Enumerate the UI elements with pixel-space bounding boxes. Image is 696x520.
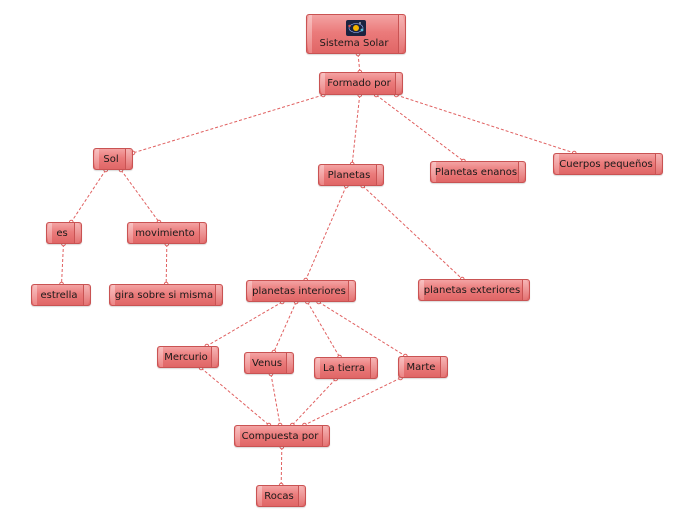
solar-system-icon — [346, 19, 366, 36]
node-interiores[interactable]: planetas interiores — [246, 280, 356, 302]
node-root[interactable]: Sistema Solar — [306, 14, 406, 54]
node-mercurio[interactable]: Mercurio — [157, 346, 219, 368]
edge-mercurio-compuesta — [200, 367, 270, 426]
node-label: Venus — [251, 357, 283, 369]
edge-planetas-interiores — [305, 185, 347, 281]
edge-sol-movimiento — [120, 169, 160, 223]
node-compuesta[interactable]: Compuesta por — [234, 425, 330, 447]
edge-interiores-marte — [318, 301, 406, 357]
node-movimiento[interactable]: movimiento — [127, 222, 207, 244]
node-label: Mercurio — [164, 351, 208, 363]
node-label: es — [56, 227, 68, 239]
node-label: Cuerpos pequeños — [559, 158, 653, 170]
edge-compuesta-rocas — [280, 446, 283, 486]
edge-formado-enanos — [375, 94, 464, 162]
node-estrella[interactable]: estrella — [31, 284, 91, 306]
node-label: Marte — [406, 361, 436, 373]
edge-tierra-compuesta — [291, 378, 337, 426]
node-label: Rocas — [264, 490, 294, 502]
edge-es-estrella — [61, 243, 64, 285]
node-gira[interactable]: gira sobre si misma — [109, 284, 223, 306]
node-label: Compuesta por — [241, 430, 319, 442]
node-label: La tierra — [323, 362, 365, 374]
node-planetas[interactable]: Planetas — [318, 164, 384, 186]
node-label: Planetas enanos — [434, 166, 518, 178]
node-enanos[interactable]: Planetas enanos — [430, 161, 526, 183]
node-rocas[interactable]: Rocas — [256, 485, 306, 507]
node-cuerpos[interactable]: Cuerpos pequeños — [553, 153, 663, 175]
node-tierra[interactable]: La tierra — [314, 357, 378, 379]
edge-planetas-exteriores — [362, 185, 463, 280]
node-label: planetas exteriores — [423, 284, 521, 296]
edge-root-formado — [357, 53, 361, 73]
node-label: Planetas — [327, 169, 371, 181]
node-label: planetas interiores — [252, 285, 346, 297]
node-label: gira sobre si misma — [114, 289, 214, 301]
edge-sol-es — [70, 169, 107, 223]
edge-interiores-tierra — [306, 301, 341, 358]
node-label: Sistema Solar — [319, 37, 389, 49]
edge-formado-planetas — [351, 94, 361, 165]
edge-formado-cuerpos — [396, 94, 575, 154]
node-label: movimiento — [135, 227, 195, 239]
edge-venus-compuesta — [270, 373, 281, 426]
edge-interiores-mercurio — [206, 301, 283, 347]
node-es[interactable]: es — [46, 222, 82, 244]
node-label: estrella — [40, 289, 78, 301]
node-venus[interactable]: Venus — [244, 352, 294, 374]
edge-movimiento-gira — [165, 243, 168, 285]
node-label: Formado por — [327, 78, 391, 89]
node-formado[interactable]: Formado por — [319, 72, 403, 95]
edge-marte-compuesta — [304, 377, 401, 426]
edge-formado-sol — [132, 94, 324, 154]
node-sol[interactable]: Sol — [93, 148, 133, 170]
node-marte[interactable]: Marte — [398, 356, 448, 378]
node-label: Sol — [103, 153, 119, 165]
node-exteriores[interactable]: planetas exteriores — [418, 279, 530, 301]
edge-interiores-venus — [273, 301, 297, 353]
